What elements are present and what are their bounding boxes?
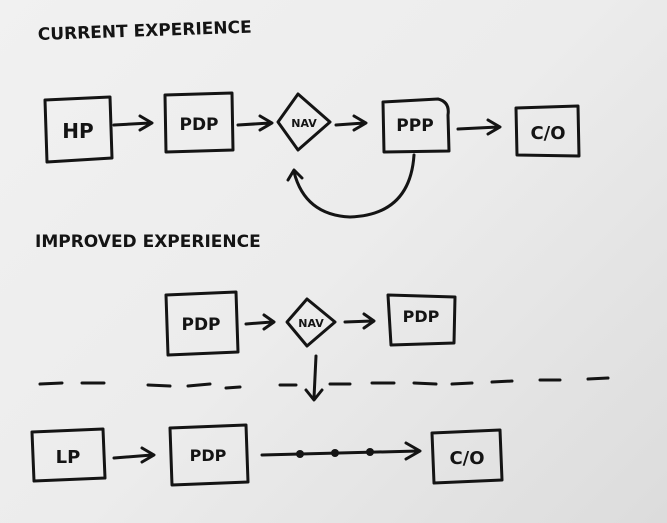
arrow — [244, 313, 276, 331]
node-nav: NAV — [276, 92, 332, 152]
arrow — [112, 114, 154, 132]
arrow — [334, 114, 368, 132]
svg-text:C/O: C/O — [530, 123, 565, 144]
svg-text:HP: HP — [62, 119, 93, 143]
node-checkout-bottom: C/O — [430, 428, 504, 485]
dot — [296, 450, 304, 458]
dot — [331, 449, 339, 457]
down-arrow — [304, 354, 324, 402]
svg-text:LP: LP — [56, 447, 81, 468]
node-pdp-bottom: PDP — [168, 423, 250, 487]
arrow — [343, 312, 376, 330]
arrow — [112, 446, 156, 464]
svg-text:NAV: NAV — [291, 117, 317, 130]
dot — [366, 448, 374, 456]
loop-arrow — [286, 153, 416, 219]
node-lp: LP — [30, 427, 107, 483]
heading-current: CURRENT EXPERIENCE — [37, 18, 252, 45]
svg-text:PPP: PPP — [396, 116, 433, 136]
svg-text:PDP: PDP — [190, 446, 227, 465]
node-checkout: C/O — [514, 104, 581, 158]
node-pdp-improved-1: PDP — [164, 290, 240, 357]
divider-line — [38, 376, 610, 390]
heading-improved: IMPROVED EXPERIENCE — [35, 232, 261, 252]
arrow — [236, 114, 274, 132]
dotted-arrow — [260, 441, 422, 461]
node-hp: HP — [43, 95, 114, 164]
node-pdp: PDP — [163, 91, 235, 154]
svg-text:C/O: C/O — [449, 448, 484, 469]
svg-text:NAV: NAV — [298, 317, 324, 330]
svg-text:PDP: PDP — [403, 307, 440, 326]
svg-text:PDP: PDP — [181, 315, 220, 335]
arrow — [456, 118, 502, 136]
node-pdp-improved-2: PDP — [386, 293, 457, 347]
svg-text:PDP: PDP — [179, 115, 218, 135]
node-ppp: PPP — [381, 97, 451, 154]
node-nav-improved: NAV — [285, 297, 337, 348]
